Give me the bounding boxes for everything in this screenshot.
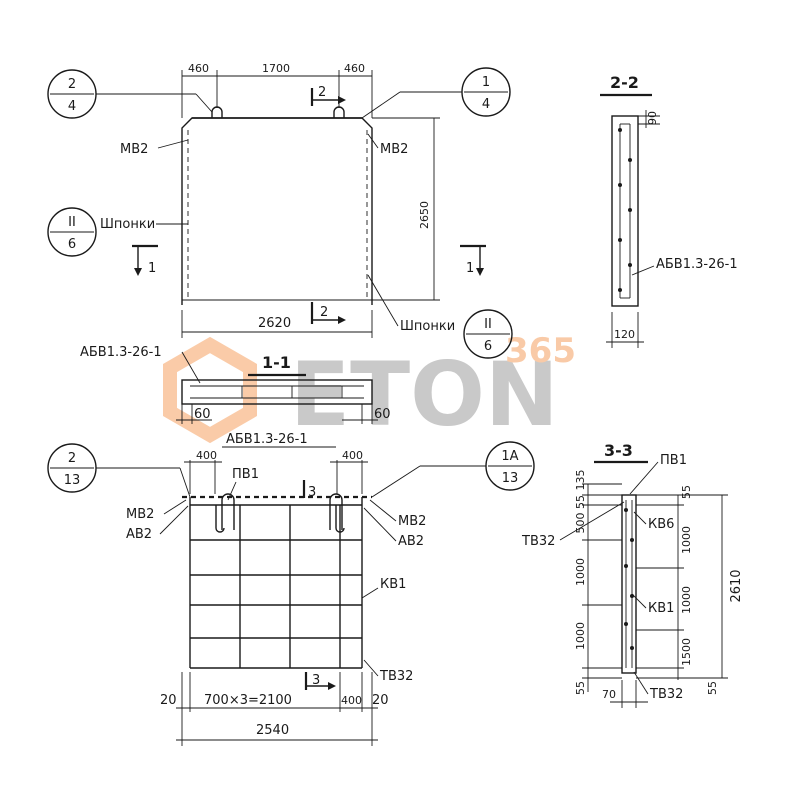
s33-dim-left-1000a: 1000 — [574, 558, 587, 586]
s33-dim-left-135: 135 — [574, 470, 587, 491]
dim-top-460-right: 460 — [344, 62, 365, 75]
section-2-2-title: 2-2 — [610, 73, 639, 92]
section-2-2-dim-top: 90 — [646, 111, 659, 125]
s33-dim-left-55: 55 — [574, 495, 587, 509]
label-mv2-right: МВ2 — [380, 142, 408, 157]
callout-ii-6-right-top: II — [484, 317, 492, 332]
cage-label-kv1: КВ1 — [380, 577, 406, 592]
cage-label-tv32: ТВ32 — [379, 669, 413, 684]
callout-2-13-top: 2 — [68, 451, 76, 466]
cage-loop-left — [221, 493, 235, 530]
callout-ii-6-left-bottom: 6 — [68, 237, 76, 252]
section-marker-3-top: 3 — [302, 480, 316, 500]
label-mv2-left: МВ2 — [120, 142, 148, 157]
dim-top-460-left: 460 — [188, 62, 209, 75]
cage-dim-bottom-right: 20 — [372, 693, 389, 708]
s33-label-kv6: КВ6 — [648, 517, 674, 532]
cage-dim-top-left: 400 — [196, 449, 217, 462]
panel-outline — [181, 117, 373, 305]
section-mark-2-top-label: 2 — [318, 85, 326, 100]
callout-2-4-top: 2 — [68, 77, 76, 92]
callout-2-4-bottom: 4 — [68, 99, 76, 114]
section-mark-1-right-label: 1 — [466, 261, 474, 276]
s33-label-tv32-top: ТВ32 — [521, 534, 555, 549]
cage-dim-bottom-400: 400 — [341, 694, 362, 707]
section-1-1: АБВ1.3-26-1 1-1 60 60 — [80, 345, 391, 424]
section-2-2: 2-2 90 АБВ1.3-26-1 120 — [600, 73, 738, 348]
lifting-loop-right — [333, 106, 345, 118]
section-marker-3-bottom: 3 — [304, 672, 336, 690]
cage-label-mv2-left: МВ2 — [126, 507, 154, 522]
callout-1-4-bottom: 4 — [482, 97, 490, 112]
section-mark-1-left-label: 1 — [148, 261, 156, 276]
cage-dim-bottom-mid: 700×3=2100 — [204, 693, 292, 708]
lifting-loop-left — [211, 106, 223, 118]
section-marker-2-top: 2 — [310, 85, 346, 106]
s33-dim-total-2610: 2610 — [729, 569, 744, 602]
section-marker-1-right: 1 — [460, 244, 486, 276]
section-1-1-label: АБВ1.3-26-1 — [80, 345, 162, 360]
callout-ii-6-left — [47, 207, 97, 257]
label-shponki-left: Шпонки — [100, 217, 155, 232]
cage-label-pv1: ПВ1 — [232, 467, 259, 482]
cage-label-top: АБВ1.3-26-1 — [226, 432, 308, 447]
section-marker-2-bottom: 2 — [310, 302, 346, 324]
section-3-3: 3-3 ПВ1 135 55 500 1000 1000 55 — [521, 441, 744, 708]
callout-ii-6-right-bottom: 6 — [484, 339, 492, 354]
section-3-3-label-pv1: ПВ1 — [660, 453, 687, 468]
cage-view: АБВ1.3-26-1 400 400 2 13 — [47, 432, 535, 746]
section-2-2-label: АБВ1.3-26-1 — [656, 257, 738, 272]
section-mark-2-bottom-label: 2 — [320, 305, 328, 320]
cage-dim-bottom-left: 20 — [160, 693, 177, 708]
s33-dim-bottom-70: 70 — [602, 688, 616, 701]
cage-dim-top-right: 400 — [342, 449, 363, 462]
cage-dim-total: 2540 — [256, 723, 289, 738]
s33-dim-left-55b: 55 — [574, 681, 587, 695]
watermark-number: 365 — [505, 331, 576, 371]
callout-ii-6-right — [463, 309, 513, 359]
section-3-3-outline — [621, 494, 637, 674]
callout-ii-6-left-top: II — [68, 215, 76, 230]
s33-dim-right-55b: 55 — [706, 681, 719, 695]
section-mark-3-bottom-label: 3 — [312, 673, 320, 688]
callout-1a-13-bottom: 13 — [502, 471, 519, 486]
section-1-1-title: 1-1 — [262, 353, 291, 372]
cage-label-av2-left: АВ2 — [126, 527, 152, 542]
watermark-logo-icon — [163, 336, 257, 444]
dim-width-2620: 2620 — [258, 316, 291, 331]
section-2-2-outline — [611, 115, 639, 307]
s33-dim-left-1000b: 1000 — [574, 622, 587, 650]
section-2-2-dim-bottom: 120 — [614, 328, 635, 341]
s33-label-tv32-bottom: ТВ32 — [649, 687, 683, 702]
cage-label-av2-right: АВ2 — [398, 534, 424, 549]
section-1-1-outline — [181, 379, 373, 405]
section-1-1-dim-left: 60 — [194, 407, 211, 422]
callout-1a-13-top: 1А — [501, 449, 518, 464]
callout-2-13-bottom: 13 — [64, 473, 81, 488]
cage-label-mv2-right: МВ2 — [398, 514, 426, 529]
dim-height-2650: 2650 — [418, 201, 431, 229]
section-1-1-dim-right: 60 — [374, 407, 391, 422]
section-marker-1-left: 1 — [132, 244, 158, 276]
s33-label-kv1: КВ1 — [648, 601, 674, 616]
section-mark-3-top-label: 3 — [308, 485, 316, 500]
s33-dim-right-1500: 1500 — [680, 638, 693, 666]
label-shponki-right: Шпонки — [400, 319, 455, 334]
s33-dim-right-55: 55 — [680, 485, 693, 499]
s33-dim-right-1000a: 1000 — [680, 526, 693, 554]
dim-top-1700: 1700 — [262, 62, 290, 75]
callout-1-4-top: 1 — [482, 75, 490, 90]
watermark: ETON 365 — [163, 331, 576, 446]
cage-loop-right — [329, 493, 343, 530]
s33-dim-left-500: 500 — [574, 513, 587, 534]
s33-dim-right-1000b: 1000 — [680, 586, 693, 614]
section-3-3-title: 3-3 — [604, 441, 633, 460]
watermark-brand: ETON — [290, 343, 559, 446]
top-view: 460 1700 460 2650 2620 2 4 1 4 II 6 II 6 — [47, 62, 513, 359]
